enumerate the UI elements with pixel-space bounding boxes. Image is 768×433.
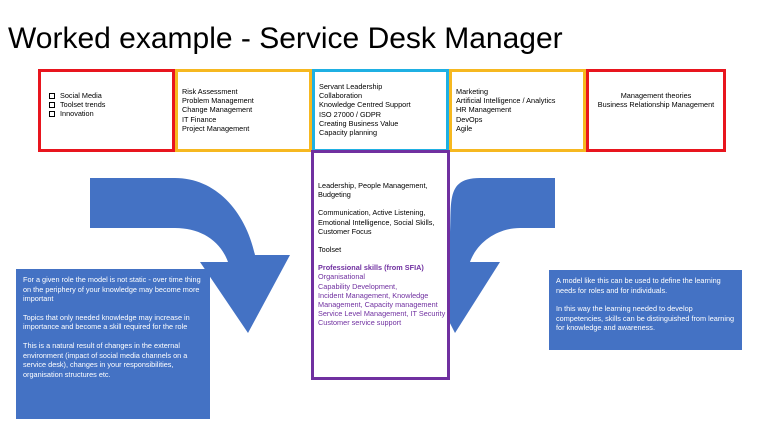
list-item: Agile	[456, 123, 473, 133]
checkbox-bullet-icon	[49, 111, 55, 118]
explanation-note-right: A model like this can be used to define …	[549, 270, 742, 350]
skills-paragraph: Toolset	[318, 245, 342, 255]
professional-skills-heading: Professional skills (from SFIA)	[318, 263, 424, 273]
list-item: HR Management	[456, 105, 512, 115]
list-item: Management theories	[620, 91, 692, 100]
list-item: IT Finance	[182, 114, 217, 124]
list-item: Social Media	[49, 91, 172, 100]
skills-paragraph: Leadership, People Management, Budgeting	[318, 181, 428, 200]
list-item: Innovation	[49, 109, 172, 118]
right-curved-arrow	[415, 178, 555, 333]
peripheral-topics-box-right: Management theories Business Relationshi…	[586, 69, 726, 152]
note-paragraph: For a given role the model is not static…	[23, 275, 201, 304]
skill-item: Service Level Management, IT Security	[318, 309, 446, 319]
list-item: ISO 27000 / GDPR	[319, 109, 382, 119]
list-item: Collaboration	[319, 91, 362, 101]
list-item: Artificial Intelligence / Analytics	[456, 96, 556, 106]
checkbox-bullet-icon	[49, 93, 55, 99]
skills-paragraph: Communication, Active Listening, Emotion…	[318, 208, 435, 236]
page-title: Worked example - Service Desk Manager	[8, 22, 563, 55]
list-item: Toolset trends	[49, 100, 172, 109]
skill-item: Organisational	[318, 272, 366, 282]
list-item: Knowledge Centred Support	[319, 100, 411, 110]
checkbox-bullet-icon	[49, 102, 55, 109]
core-knowledge-box: Servant Leadership Collaboration Knowled…	[312, 69, 449, 152]
list-item: Marketing	[456, 87, 489, 96]
list-item: Capacity planning	[319, 128, 378, 138]
knowledge-box-right: Marketing Artificial Intelligence / Anal…	[449, 69, 586, 152]
note-paragraph: A model like this can be used to define …	[556, 276, 721, 295]
note-paragraph: In this way the learning needed to devel…	[556, 304, 735, 333]
note-paragraph: Topics that only needed knowledge may in…	[23, 312, 190, 332]
skill-item: Incident Management, Knowledge Managemen…	[318, 290, 438, 310]
list-item: Servant Leadership	[319, 82, 383, 91]
explanation-note-left: For a given role the model is not static…	[16, 269, 210, 419]
peripheral-topics-box-left: Social Media Toolset trends Innovation	[38, 69, 175, 152]
list-item: Risk Assessment	[182, 87, 238, 96]
list-item: DevOps	[456, 114, 483, 124]
list-item: Creating Business Value	[319, 118, 399, 128]
list-item: Project Management	[182, 123, 250, 133]
list-item: Problem Management	[182, 96, 254, 106]
note-paragraph: This is a natural result of changes in t…	[23, 340, 188, 379]
skill-item: Capability Development,	[318, 281, 398, 291]
skills-box: Leadership, People Management, Budgeting…	[311, 150, 450, 380]
knowledge-box-left: Risk Assessment Problem Management Chang…	[175, 69, 312, 152]
list-item: Change Management	[182, 105, 253, 115]
left-curved-arrow	[90, 178, 290, 333]
list-item: Business Relationship Management	[597, 100, 715, 110]
skill-item: Customer service support	[318, 318, 402, 328]
